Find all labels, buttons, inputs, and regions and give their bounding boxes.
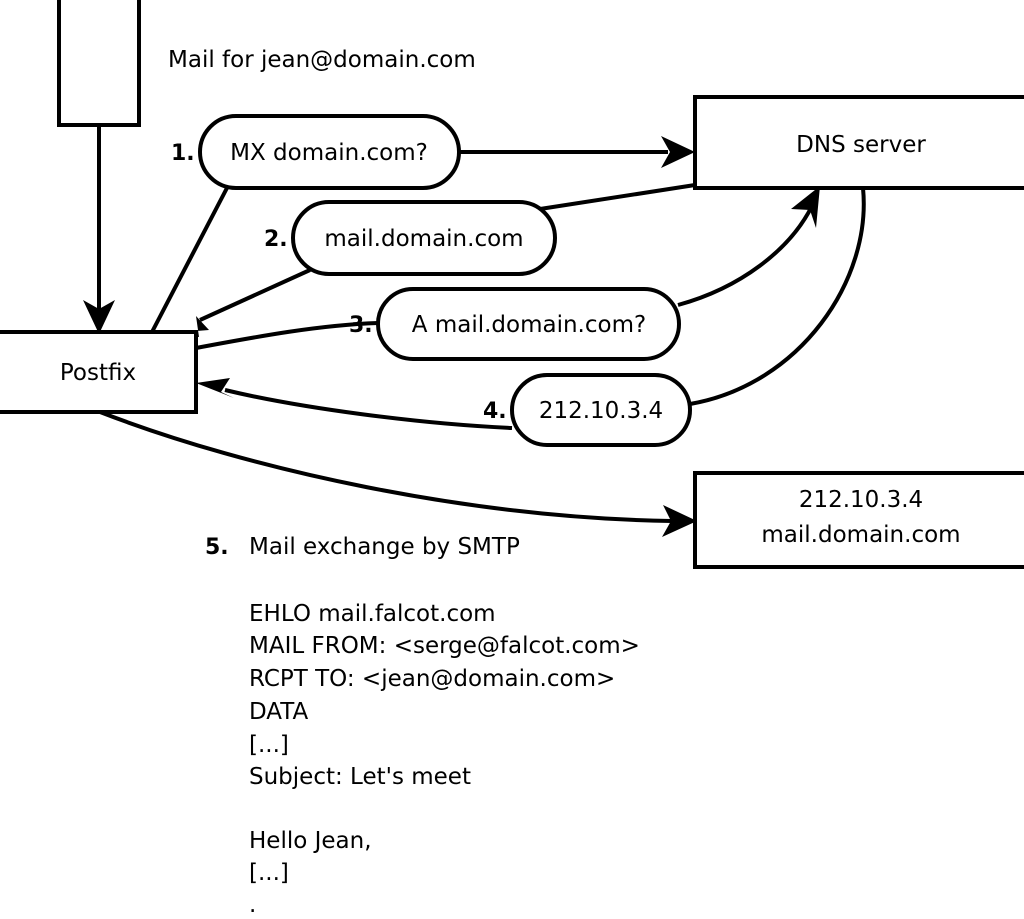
edge-postfix-to-step1 (150, 185, 230, 333)
arrowhead-postfix-mailserver (662, 505, 697, 537)
edge-step2-to-postfix (172, 268, 311, 337)
step-number-5: 5. (205, 535, 229, 560)
node-dns-server[interactable]: DNS server (693, 95, 1024, 190)
edge-step1-to-dns (460, 136, 695, 168)
node-postfix[interactable]: Postfix (0, 330, 198, 414)
arrowhead-step3-dns (791, 186, 820, 228)
node-client-box[interactable] (57, 0, 141, 127)
smtp-line-9: . (249, 892, 256, 918)
edge-dns-to-step2 (539, 183, 696, 211)
edge-dns-to-step4 (689, 187, 866, 406)
bubble-step-3-label: A mail.domain.com? (412, 312, 646, 338)
step-label-5: Mail exchange by SMTP (249, 534, 520, 560)
postfix-label: Postfix (60, 360, 136, 386)
mail-server-ip: 212.10.3.4 (799, 487, 923, 513)
smtp-line-1: MAIL FROM: <serge@falcot.com> (249, 633, 640, 659)
bubble-step-1-label: MX domain.com? (230, 140, 428, 166)
step-number-4: 4. (483, 399, 507, 424)
edge-step4-to-postfix (196, 378, 513, 430)
step-number-2: 2. (264, 227, 288, 252)
smtp-line-8: [...] (249, 860, 289, 886)
smtp-line-2: RCPT TO: <jean@domain.com> (249, 666, 615, 692)
bubble-step-2-label: mail.domain.com (324, 226, 523, 252)
bubble-step-4[interactable]: 212.10.3.4 (510, 373, 692, 447)
bubble-step-4-label: 212.10.3.4 (539, 398, 663, 424)
smtp-line-0: EHLO mail.falcot.com (249, 601, 496, 627)
smtp-line-3: DATA (249, 699, 309, 725)
dns-server-label: DNS server (796, 132, 926, 158)
edge-postfix-to-step3 (195, 321, 379, 350)
caption-mail-for: Mail for jean@domain.com (168, 47, 476, 73)
bubble-step-2[interactable]: mail.domain.com (291, 200, 557, 276)
smtp-line-4: [...] (249, 732, 289, 758)
arrowhead-step2-postfix (172, 316, 209, 337)
node-mail-server[interactable]: 212.10.3.4 mail.domain.com (693, 471, 1024, 569)
smtp-line-7: Hello Jean, (249, 828, 372, 854)
edge-step3-to-dns (677, 186, 820, 307)
step-number-1: 1. (171, 141, 195, 166)
arrowhead-client-postfix (83, 300, 115, 334)
edge-postfix-to-mailserver (99, 410, 697, 537)
mail-server-hostname: mail.domain.com (761, 522, 960, 548)
bubble-step-3[interactable]: A mail.domain.com? (376, 287, 681, 361)
arrowhead-step4-postfix (196, 378, 234, 398)
step-number-3: 3. (349, 313, 373, 338)
arrowhead-step1-dns (661, 136, 695, 168)
bubble-step-1[interactable]: MX domain.com? (198, 114, 461, 190)
edge-client-to-postfix (83, 125, 115, 334)
smtp-line-5: Subject: Let's meet (249, 764, 471, 790)
